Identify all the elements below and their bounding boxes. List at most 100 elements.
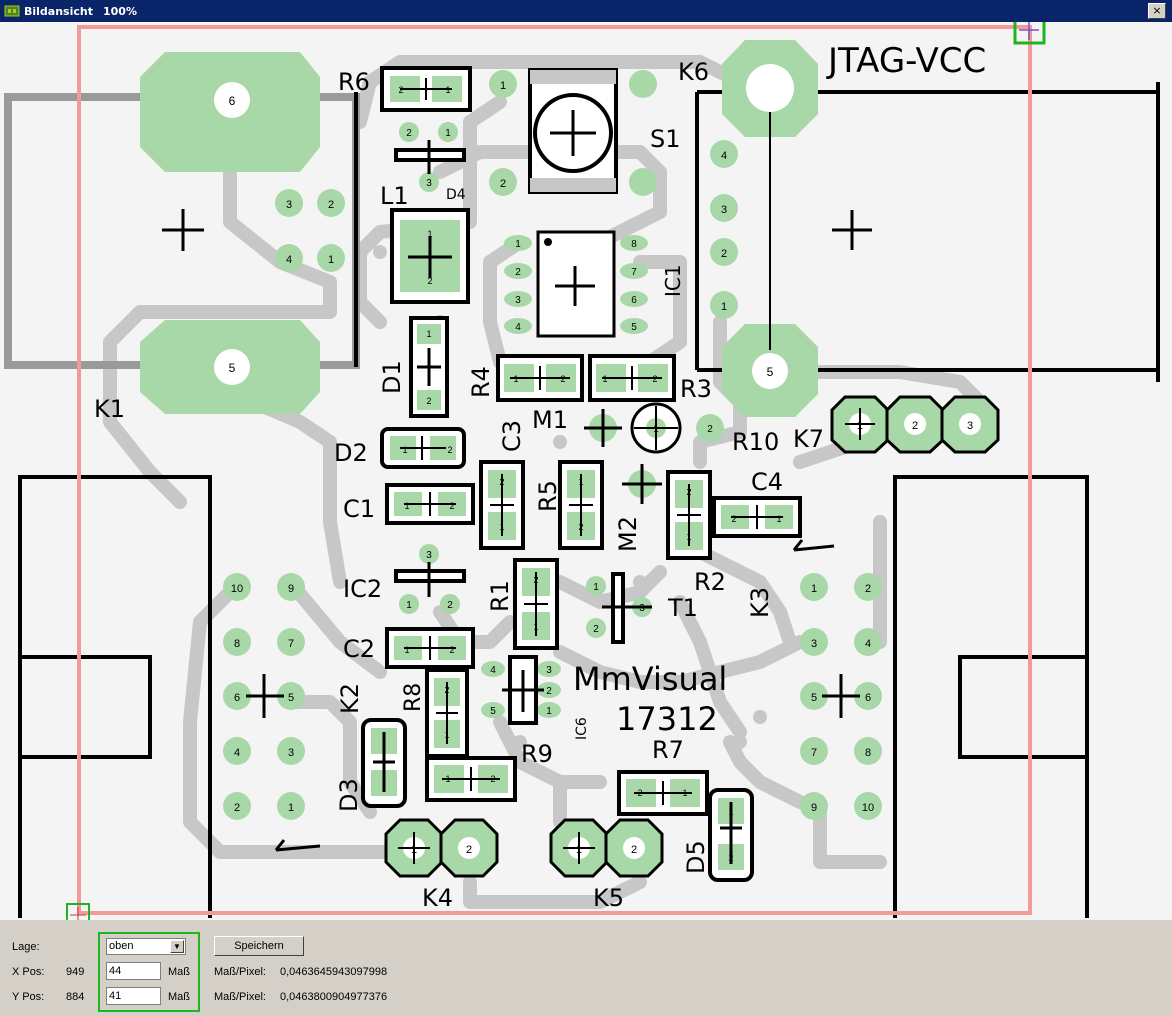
x-size-input[interactable] (106, 962, 161, 980)
svg-text:2: 2 (447, 445, 452, 455)
connector-k6: 5 4 3 2 1 (695, 40, 1160, 417)
x-scale-value: 0,0463645943097998 (280, 966, 388, 978)
svg-text:2: 2 (912, 420, 918, 432)
y-scale-value: 0,0463800904977376 (280, 991, 388, 1003)
label-k2: K2 (336, 683, 364, 714)
svg-text:1: 1 (404, 501, 409, 511)
y-scale-label: Maß/Pixel: (214, 991, 266, 1003)
pad-group-k2: 10 9 8 7 6 5 4 3 2 1 (223, 573, 321, 852)
origin-marker[interactable] (66, 903, 90, 920)
xpos-label: X Pos: (12, 966, 45, 978)
resistor-r5: 12 (558, 460, 604, 550)
svg-text:1: 1 (328, 254, 334, 266)
zoom-level: 100% (102, 4, 137, 18)
svg-text:2: 2 (234, 802, 240, 814)
y-size-input[interactable] (106, 987, 161, 1005)
resistor-r6: 21 (380, 66, 472, 112)
svg-text:2: 2 (426, 396, 431, 406)
svg-text:4: 4 (515, 322, 521, 333)
label-m1: M1 (532, 406, 568, 434)
label-d4: D4 (446, 187, 466, 203)
label-r6: R6 (338, 68, 370, 96)
pcb-canvas[interactable]: 6 5 5 4 3 2 1 3 2 4 1 10 9 (0, 22, 1172, 920)
label-jtag-vcc: JTAG-VCC (826, 41, 986, 81)
pad-group-k1: 3 2 4 1 (275, 189, 345, 272)
svg-text:3: 3 (811, 638, 817, 650)
svg-text:10: 10 (231, 583, 243, 595)
svg-text:9: 9 (811, 802, 817, 814)
connector-k5: 1 2 (549, 818, 664, 878)
svg-text:5: 5 (490, 706, 496, 717)
svg-text:7: 7 (288, 638, 294, 650)
label-t1: T1 (667, 594, 698, 622)
label-s1: S1 (650, 125, 681, 153)
y-unit-label: Maß (168, 991, 190, 1003)
svg-text:5: 5 (229, 361, 236, 375)
ypos-label: Y Pos: (12, 991, 45, 1003)
label-k1: K1 (94, 395, 125, 423)
svg-text:3: 3 (286, 199, 292, 211)
chevron-down-icon[interactable]: ▼ (170, 940, 184, 953)
svg-text:2: 2 (865, 583, 871, 595)
connector-k1: 6 5 (4, 52, 360, 414)
svg-text:5: 5 (811, 692, 817, 704)
svg-text:1: 1 (445, 128, 451, 139)
svg-text:3: 3 (721, 204, 727, 216)
svg-text:5: 5 (288, 692, 294, 704)
svg-text:1: 1 (500, 80, 506, 92)
chip-ic1: 1 2 3 4 8 7 6 5 (504, 230, 648, 338)
label-r8: R8 (401, 683, 426, 712)
control-panel: Lage: oben ▼ Speichern X Pos: 949 Maß Ma… (0, 920, 1172, 1016)
svg-text:1: 1 (776, 514, 781, 524)
svg-text:2: 2 (449, 645, 454, 655)
svg-text:4: 4 (490, 665, 496, 676)
chip-ic6: 4 5 3 2 1 (481, 655, 561, 725)
label-ic6: IC6 (574, 717, 590, 740)
transistor-t1: 1 2 3 (586, 572, 652, 644)
svg-text:6: 6 (631, 295, 637, 306)
resistor-r9: 12 (425, 756, 517, 802)
label-r9: R9 (521, 740, 553, 768)
svg-text:2: 2 (721, 248, 727, 260)
svg-text:1: 1 (404, 645, 409, 655)
corner-marker[interactable] (1013, 22, 1046, 45)
svg-text:1: 1 (515, 239, 521, 250)
lage-label: Lage: (12, 941, 40, 953)
svg-text:8: 8 (234, 638, 240, 650)
label-r5: R5 (534, 480, 562, 512)
label-c3: C3 (498, 420, 526, 452)
svg-text:4: 4 (865, 638, 871, 650)
title-bar: Bildansicht 100% × (0, 0, 1172, 22)
resistor-r3: 12 (588, 354, 676, 402)
svg-text:8: 8 (865, 747, 871, 759)
resistor-r1: 21 (513, 558, 559, 650)
diode-d3 (361, 718, 407, 808)
svg-text:2: 2 (593, 624, 599, 635)
label-m2: M2 (614, 516, 642, 552)
switch-s1: 1 2 (489, 68, 657, 196)
svg-text:1: 1 (811, 583, 817, 595)
resistor-r7: 21 (617, 770, 709, 816)
svg-text:2: 2 (515, 267, 521, 278)
label-d1: D1 (378, 360, 406, 394)
close-button[interactable]: × (1148, 3, 1166, 19)
component-l1-body: 12 (390, 208, 470, 304)
label-r4: R4 (467, 366, 495, 398)
label-r1: R1 (486, 580, 514, 612)
save-button[interactable]: Speichern (214, 936, 304, 956)
connector-k4: 1 2 (384, 818, 499, 878)
svg-text:1: 1 (402, 445, 407, 455)
svg-text:4: 4 (234, 747, 240, 759)
board-outline (77, 25, 1032, 915)
svg-text:2: 2 (546, 686, 552, 697)
label-k6: K6 (678, 58, 709, 86)
lage-select-value: oben (109, 940, 134, 952)
label-k5: K5 (593, 884, 624, 912)
lage-select[interactable]: oben ▼ (106, 938, 186, 955)
label-k3: K3 (746, 587, 774, 618)
inductor-l1: 2 1 3 (394, 122, 466, 192)
connector-k3-housing (893, 475, 1089, 918)
svg-text:1: 1 (288, 802, 294, 814)
